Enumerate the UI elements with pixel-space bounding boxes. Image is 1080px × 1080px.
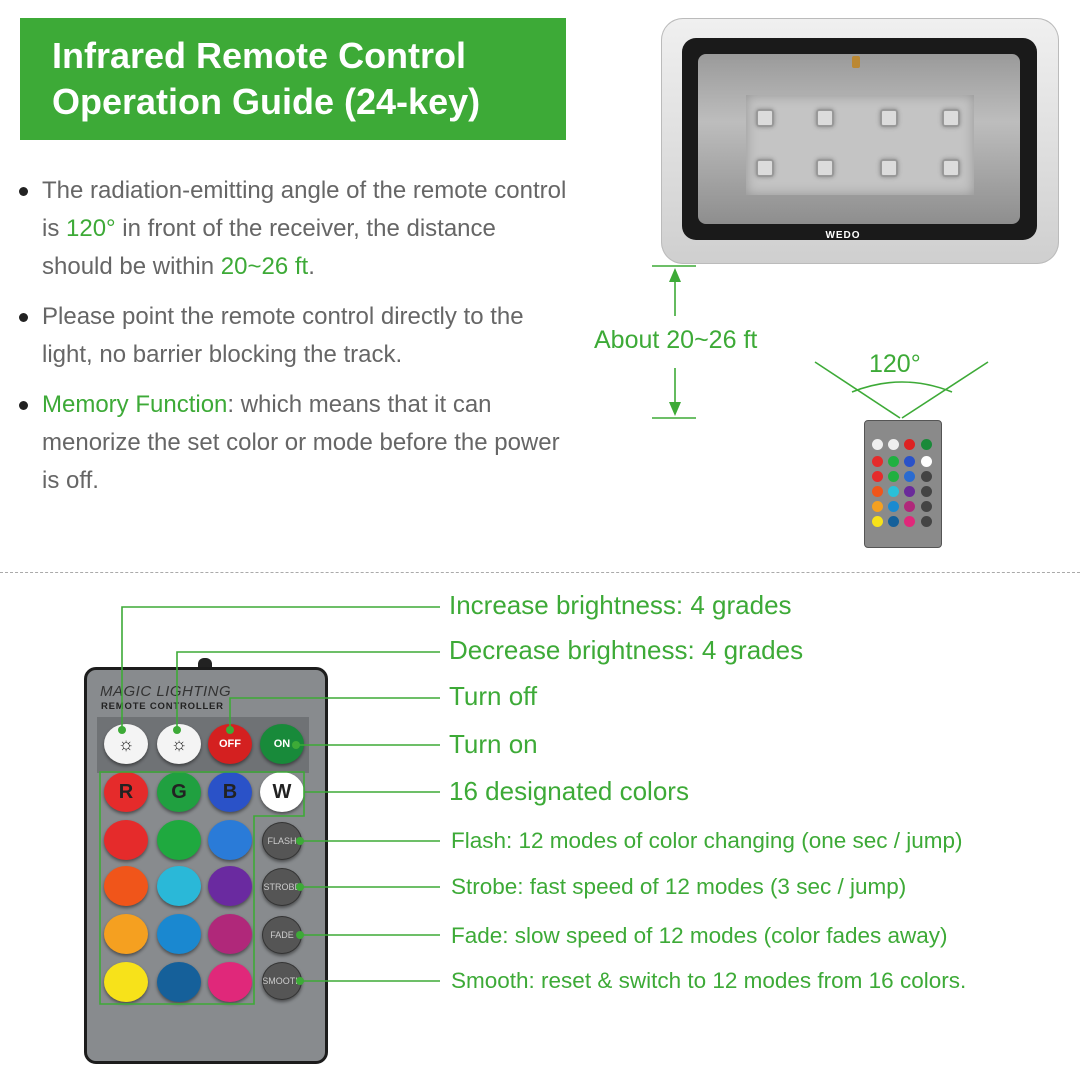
title-line-1: Infrared Remote Control	[52, 35, 467, 76]
floodlight-led-board	[746, 95, 974, 195]
color-button[interactable]	[208, 866, 252, 906]
bullet-3-text: : which means that it can menorize the s…	[42, 391, 560, 494]
led-chip-icon	[880, 109, 898, 127]
bullet-dot-icon	[19, 187, 28, 196]
remote-brand: MAGIC LIGHTING	[100, 683, 232, 700]
annotation-turn-off: Turn off	[449, 681, 538, 711]
color-button[interactable]	[157, 962, 201, 1002]
led-chip-icon	[756, 109, 774, 127]
bullet-2-text: Please point the remote control directly…	[42, 303, 524, 368]
led-chip-icon	[880, 159, 898, 177]
annotation-fade: Fade: slow speed of 12 modes (color fade…	[451, 923, 948, 948]
led-chip-icon	[816, 109, 834, 127]
annotation-flash: Flash: 12 modes of color changing (one s…	[451, 828, 963, 853]
annotation-strobe: Strobe: fast speed of 12 modes (3 sec / …	[451, 874, 907, 899]
led-chip-icon	[816, 159, 834, 177]
distance-label: About 20~26 ft	[594, 326, 758, 354]
red-label: R	[118, 780, 134, 803]
bullet-angle-distance: The radiation-emitting angle of the remo…	[19, 172, 572, 286]
brightness-down-icon: ☼	[170, 733, 188, 754]
ir-receiver-icon	[852, 56, 860, 68]
title-line-2: Operation Guide (24-key)	[52, 81, 481, 122]
led-chip-icon	[756, 159, 774, 177]
led-chip-icon	[942, 109, 960, 127]
bullet-1-text-b: in front of the receiver, the distance s…	[42, 215, 496, 280]
color-button[interactable]	[157, 820, 201, 860]
annotation-smooth: Smooth: reset & switch to 12 modes from …	[451, 968, 967, 993]
annotation-turn-on: Turn on	[449, 729, 538, 759]
off-button[interactable]: OFF	[208, 724, 252, 764]
color-button[interactable]	[208, 962, 252, 1002]
color-button[interactable]	[157, 866, 201, 906]
smooth-label: SMOOTH	[262, 976, 302, 986]
white-button[interactable]: W	[260, 772, 304, 812]
strobe-label: STROBE	[263, 882, 301, 892]
annotation-decrease-brightness: Decrease brightness: 4 grades	[449, 635, 804, 665]
brightness-up-icon: ☼	[117, 733, 135, 754]
bullet-dot-icon	[19, 401, 28, 410]
on-label: ON	[273, 738, 291, 750]
bullet-1-text-a: The radiation-emitting angle of the remo…	[42, 177, 567, 242]
led-chip-icon	[942, 159, 960, 177]
color-button[interactable]	[104, 962, 148, 1002]
smooth-button[interactable]: SMOOTH	[262, 962, 302, 1000]
bullet-pointing: Please point the remote control directly…	[19, 298, 572, 374]
off-label: OFF	[219, 738, 241, 750]
color-button[interactable]	[104, 820, 148, 860]
green-button[interactable]: G	[157, 772, 201, 812]
blue-button[interactable]: B	[208, 772, 252, 812]
remote-subtitle: REMOTE CONTROLLER	[101, 701, 224, 712]
color-button[interactable]	[104, 866, 148, 906]
small-remote-illustration	[864, 420, 942, 548]
color-button[interactable]	[208, 914, 252, 954]
color-button[interactable]	[157, 914, 201, 954]
title-banner: Infrared Remote Control Operation Guide …	[20, 18, 566, 140]
color-button[interactable]	[208, 820, 252, 860]
bullet-1-distance: 20~26 ft	[220, 253, 309, 280]
flash-label: FLASH	[267, 836, 297, 846]
white-label: W	[272, 780, 292, 803]
blue-label: B	[222, 780, 238, 803]
color-button[interactable]	[104, 914, 148, 954]
annotation-designated-colors: 16 designated colors	[449, 776, 689, 806]
brightness-up-button[interactable]: ☼	[104, 724, 148, 764]
angle-label: 120°	[869, 350, 921, 378]
floodlight-brand: WEDO	[825, 230, 861, 241]
annotation-increase-brightness: Increase brightness: 4 grades	[449, 590, 792, 620]
bullet-3-label: Memory Function	[42, 391, 228, 418]
fade-button[interactable]: FADE	[262, 916, 302, 954]
green-label: G	[171, 780, 187, 803]
section-divider	[0, 572, 1080, 573]
red-button[interactable]: R	[104, 772, 148, 812]
bullet-1-angle: 120°	[66, 215, 116, 242]
fade-label: FADE	[270, 930, 294, 940]
bullet-1-text-c: .	[308, 253, 315, 280]
bullet-dot-icon	[19, 313, 28, 322]
bullet-memory: Memory Function: which means that it can…	[19, 386, 572, 500]
